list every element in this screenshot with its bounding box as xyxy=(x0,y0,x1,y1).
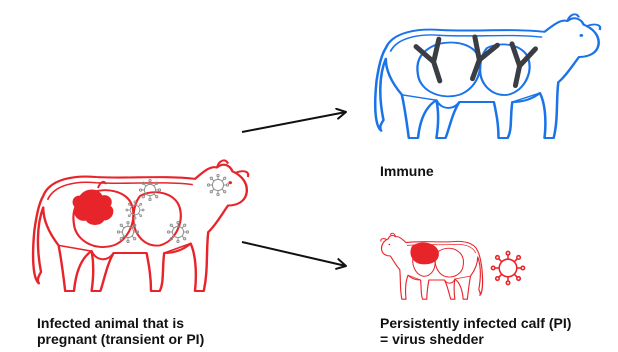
calf-fetus-icon xyxy=(73,190,113,225)
fetus xyxy=(73,182,113,225)
pi-calf-virus xyxy=(491,251,524,284)
arrow-right-icon xyxy=(242,112,346,132)
caption-infected-line-1: Infected animal that is xyxy=(37,315,204,331)
virus-icon xyxy=(139,179,160,200)
caption-infected-line-2: pregnant (transient or PI) xyxy=(37,331,204,347)
caption-immune-text: Immune xyxy=(380,163,434,179)
virus-icon xyxy=(167,221,188,242)
calf-icon xyxy=(381,233,483,299)
caption-immune: Immune xyxy=(380,163,434,179)
immune-cow xyxy=(375,14,600,138)
caption-pi-calf-line-2: = virus shedder xyxy=(380,331,571,347)
virus-icon xyxy=(207,174,228,195)
cow-icon xyxy=(375,14,600,138)
caption-pi-calf-line-1: Persistently infected calf (PI) xyxy=(380,315,571,331)
caption-pi-calf: Persistently infected calf (PI) = virus … xyxy=(380,315,571,347)
pi-calf xyxy=(381,233,483,299)
caption-infected: Infected animal that is pregnant (transi… xyxy=(37,315,204,347)
arrow-right-icon xyxy=(242,242,346,266)
virus-icon xyxy=(491,251,524,284)
